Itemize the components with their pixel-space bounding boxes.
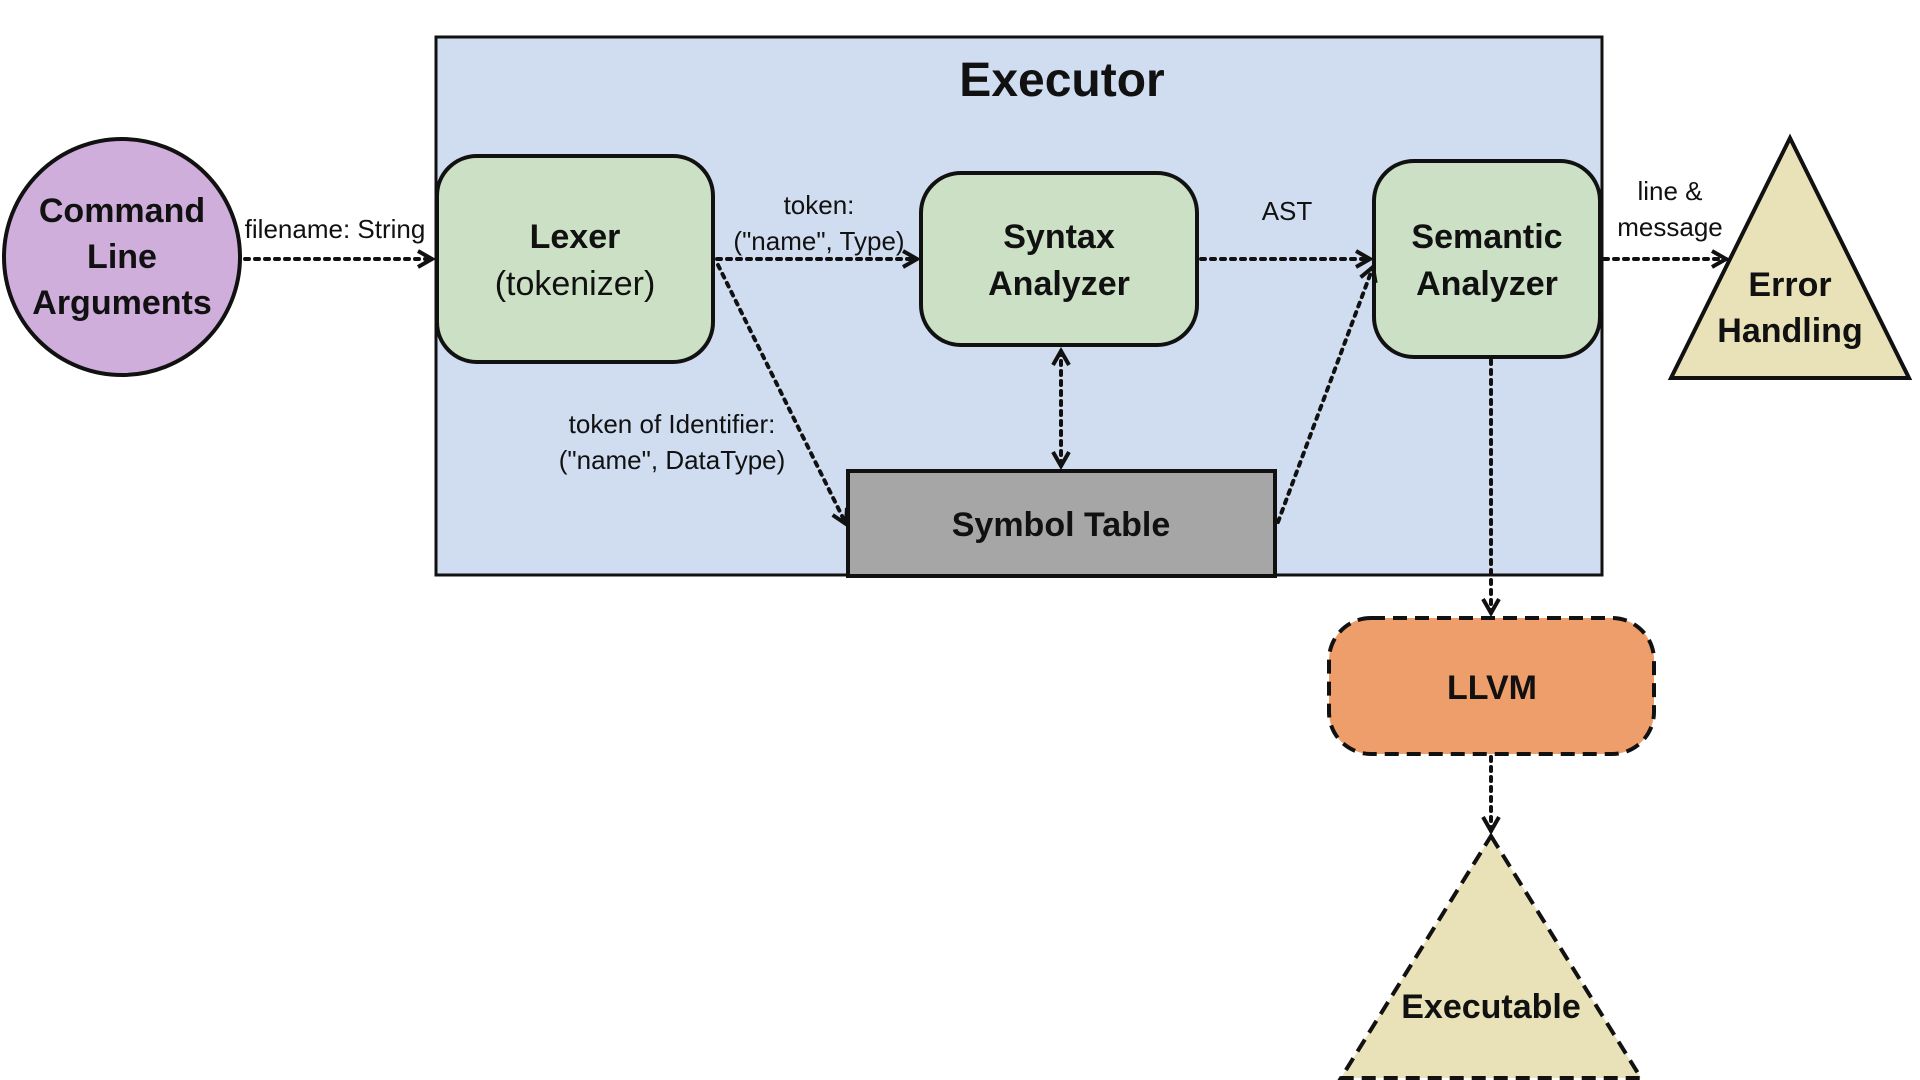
lexer-line2: (tokenizer): [495, 265, 656, 303]
cli-line3: Arguments: [32, 284, 211, 322]
edge-label-error-line1: line &: [1637, 176, 1702, 206]
edge-label-token-line1: token:: [784, 190, 855, 220]
error-handling-node: Error Handling: [1667, 133, 1913, 380]
llvm-node: LLVM: [1327, 616, 1656, 756]
edge-label-identifier-line1: token of Identifier:: [569, 409, 776, 439]
edge-label-error-line2: message: [1617, 212, 1723, 242]
syntax-line1: Syntax: [1003, 218, 1115, 256]
semantic-line2: Analyzer: [1416, 265, 1558, 303]
error-line2: Handling: [1717, 312, 1862, 350]
edge-symbol-table-to-semantic: [1276, 263, 1378, 524]
edge-label-filename: filename: String: [245, 214, 426, 244]
edge-lexer-to-symbol-table: [716, 263, 849, 528]
lexer-line1: Lexer: [530, 218, 621, 256]
command-line-arguments-node: Command Line Arguments: [2, 137, 242, 377]
syntax-analyzer-node: Syntax Analyzer: [919, 171, 1199, 347]
edge-label-ast: AST: [1262, 196, 1313, 226]
symbol-table-label: Symbol Table: [952, 506, 1171, 544]
executable-label: Executable: [1401, 988, 1581, 1026]
semantic-analyzer-node: Semantic Analyzer: [1372, 159, 1602, 359]
llvm-label: LLVM: [1447, 669, 1537, 707]
semantic-line1: Semantic: [1411, 218, 1562, 256]
edge-label-token-line2: ("name", Type): [733, 226, 904, 256]
symbol-table-node: Symbol Table: [846, 469, 1277, 578]
executable-node: Executable: [1337, 832, 1645, 1080]
cli-line1: Command: [39, 192, 205, 230]
error-line1: Error: [1748, 266, 1831, 304]
cli-line2: Line: [87, 238, 157, 276]
executor-title: Executor: [959, 54, 1164, 107]
syntax-line2: Analyzer: [988, 265, 1130, 303]
lexer-node: Lexer (tokenizer): [435, 154, 715, 364]
edge-label-identifier-line2: ("name", DataType): [559, 445, 786, 475]
